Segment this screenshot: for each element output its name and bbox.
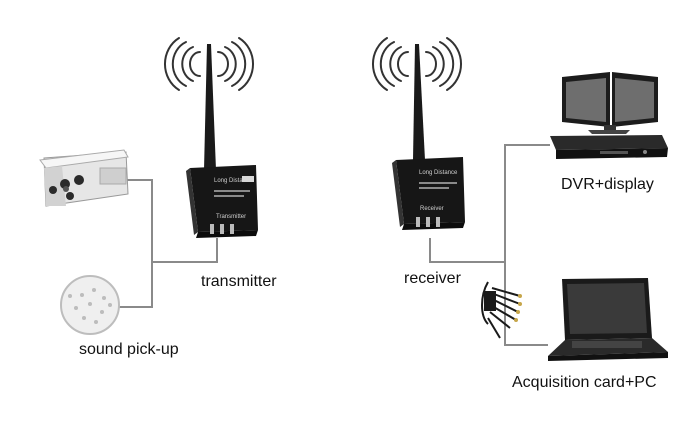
receiver-label: receiver xyxy=(404,270,461,287)
receiver-to-pc-line xyxy=(504,262,548,346)
receiver-face-line1: Long Distance xyxy=(419,170,458,176)
dvr-display-label: DVR+display xyxy=(561,176,654,193)
dvr-icon xyxy=(550,135,668,159)
transmitter-face-name: Transmitter xyxy=(216,214,246,220)
camera-icon xyxy=(39,149,129,207)
transmitter-label: transmitter xyxy=(201,273,277,290)
capture-cable-icon xyxy=(481,281,522,339)
signal-waves-icon xyxy=(371,37,463,91)
transmitter-face-line1: Long Distance xyxy=(214,178,253,184)
antenna-icon xyxy=(413,44,425,160)
receiver-face-name: Receiver xyxy=(420,206,444,212)
transmitter-device: Long Distance Transmitter xyxy=(163,37,258,238)
camera-to-transmitter-line xyxy=(118,179,153,308)
antenna-icon xyxy=(204,44,216,170)
sound-pickup-label: sound pick-up xyxy=(79,341,179,358)
laptop-icon xyxy=(548,278,668,361)
receiver-device: Long Distance Receiver xyxy=(371,37,465,230)
connection-lines xyxy=(118,144,550,346)
monitor-icon xyxy=(562,72,658,134)
receiver-feed-line xyxy=(429,238,505,263)
signal-waves-icon xyxy=(163,37,255,91)
transmitter-feed-line xyxy=(152,238,218,263)
microphone-icon xyxy=(60,275,120,335)
receiver-to-dvr-line xyxy=(504,144,550,262)
acquisition-card-pc-label: Acquisition card+PC xyxy=(512,374,657,391)
